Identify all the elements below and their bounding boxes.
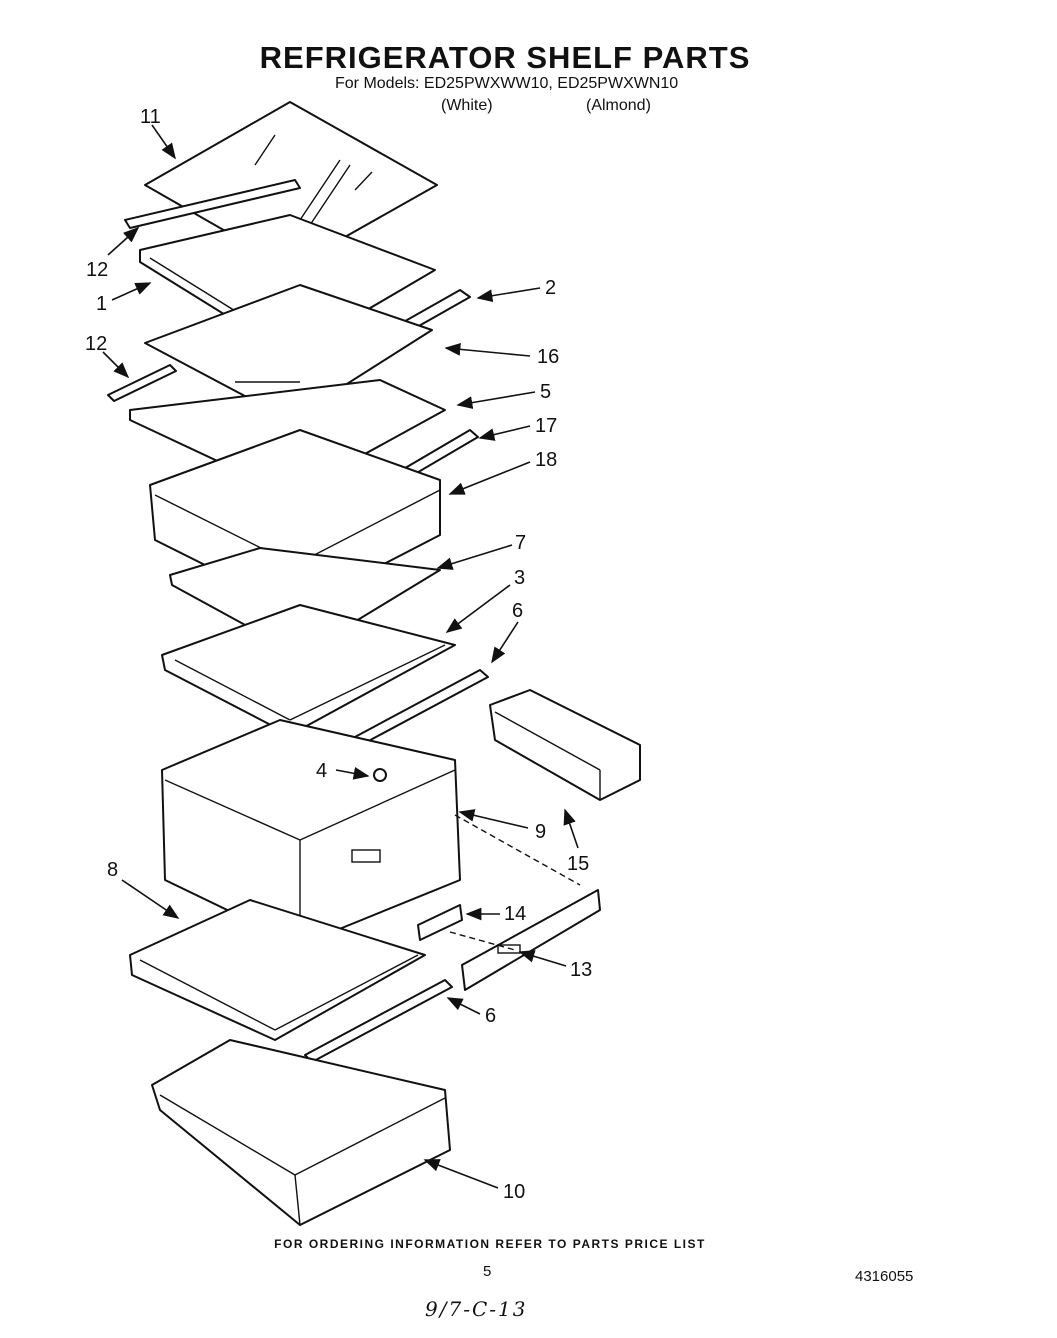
- document-number: 4316055: [855, 1268, 914, 1285]
- callout-1: 1: [96, 293, 107, 315]
- callout-12-upper: 12: [86, 259, 108, 281]
- callout-8: 8: [107, 859, 118, 881]
- trim-part-12-lower: [107, 364, 177, 402]
- callout-17: 17: [535, 415, 557, 437]
- callout-16: 16: [537, 346, 559, 368]
- callout-5: 5: [540, 381, 551, 403]
- handwritten-note: 9/7-C-13: [425, 1297, 528, 1321]
- callout-9: 9: [535, 821, 546, 843]
- leader-12-upper: [107, 226, 140, 256]
- panel-part-13: [461, 889, 601, 991]
- trim-part-12-upper: [124, 179, 301, 229]
- leader-7: [436, 544, 513, 570]
- shelf-part-8: [129, 899, 426, 1041]
- page-number: 5: [483, 1263, 492, 1280]
- frame-part-3: [161, 604, 456, 736]
- callout-6-upper: 6: [512, 600, 523, 622]
- callout-2: 2: [545, 277, 556, 299]
- leader-15: [563, 808, 579, 849]
- leader-13: [518, 950, 567, 967]
- leader-9: [458, 809, 529, 829]
- callout-12-lower: 12: [85, 333, 107, 355]
- leader-18: [448, 461, 531, 495]
- variant-almond: (Almond): [586, 97, 651, 114]
- callout-6-lower: 6: [485, 1005, 496, 1027]
- callout-4: 4: [316, 760, 327, 782]
- callout-15: 15: [567, 853, 589, 875]
- leader-12-lower: [102, 351, 130, 379]
- callout-18: 18: [535, 449, 557, 471]
- glass-panel-part-7: [169, 547, 441, 656]
- crisper-drawer-part-9: [161, 719, 461, 946]
- leader-16: [444, 342, 531, 357]
- leader-6-upper: [491, 621, 519, 664]
- models-line: For Models: ED25PWXWW10, ED25PWXWN10: [335, 75, 679, 92]
- leader-11: [151, 124, 176, 160]
- leader-6-lower: [446, 997, 481, 1015]
- callout-11: 11: [140, 106, 161, 128]
- leader-1: [111, 282, 152, 301]
- dashed-leader-9-13: [454, 814, 581, 886]
- ordering-note: FOR ORDERING INFORMATION REFER TO PARTS …: [274, 1237, 706, 1251]
- variant-white: (White): [441, 97, 493, 114]
- leader-3: [445, 584, 511, 633]
- glass-insert-part-16: [144, 284, 433, 421]
- clip-part-14: [417, 904, 463, 941]
- leader-10: [423, 1159, 499, 1189]
- callout-10: 10: [503, 1181, 525, 1203]
- callout-13: 13: [570, 959, 592, 981]
- leader-5: [456, 391, 536, 409]
- leader-2: [476, 287, 541, 303]
- callout-3: 3: [514, 567, 525, 589]
- callout-14: 14: [504, 903, 526, 925]
- callout-7: 7: [515, 532, 526, 554]
- page-title: REFRIGERATOR SHELF PARTS: [259, 40, 751, 75]
- dashed-leader-14-13: [449, 931, 516, 951]
- screw-part-4: [373, 768, 387, 782]
- drawer-part-10: [151, 1039, 451, 1226]
- leader-8: [121, 879, 180, 919]
- leader-17: [478, 425, 531, 441]
- leader-4: [335, 767, 370, 780]
- bin-part-15: [489, 689, 641, 801]
